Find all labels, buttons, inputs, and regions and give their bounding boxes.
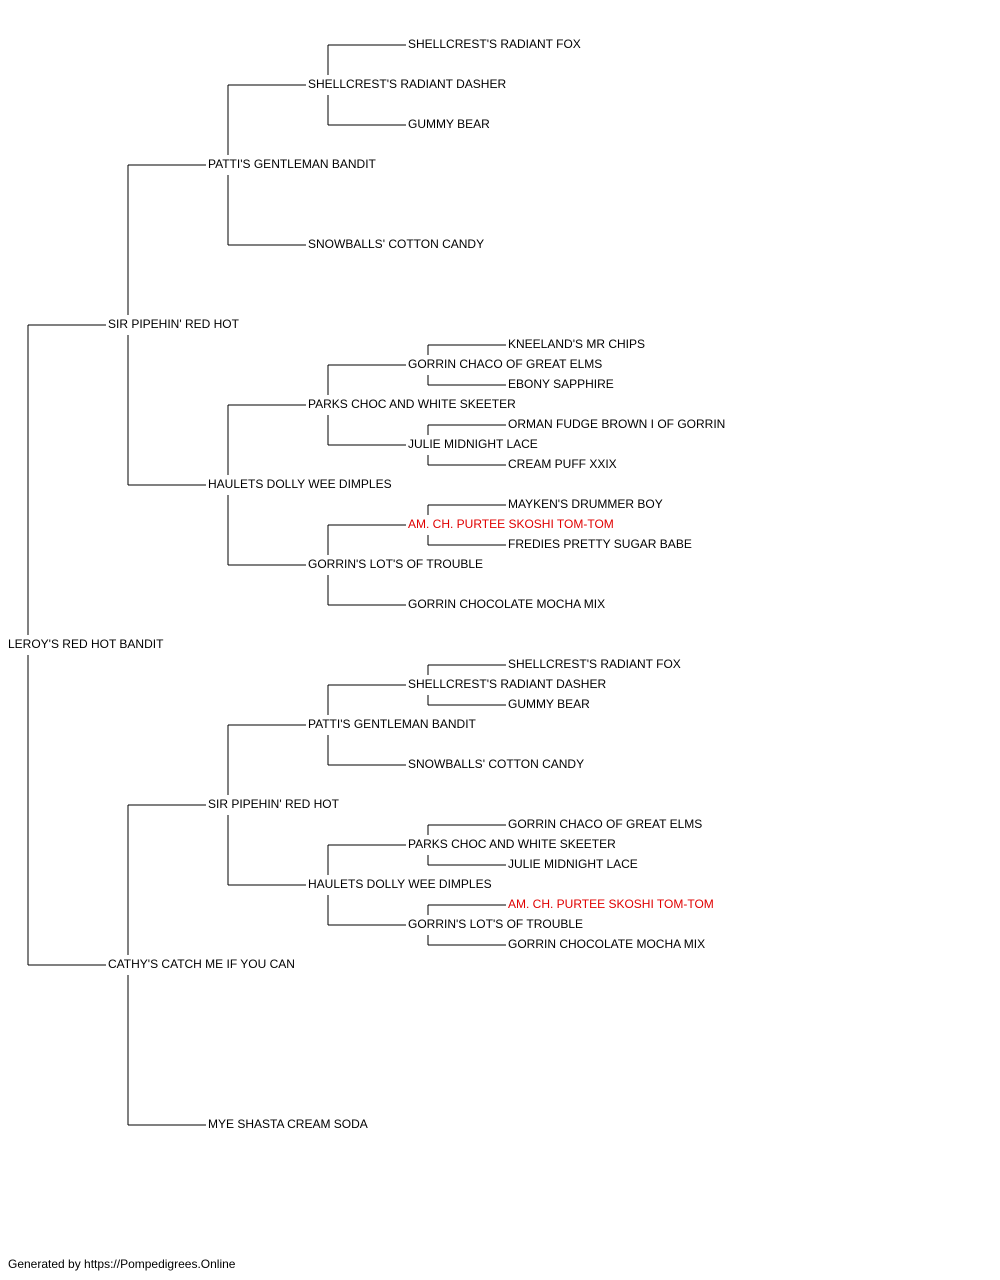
pedigree-name-gorrin-chocolate-mocha-mix: GORRIN CHOCOLATE MOCHA MIX [408, 597, 605, 611]
pedigree-name-am-ch-purtee-skoshi-tom-tom: AM. CH. PURTEE SKOSHI TOM-TOM [508, 897, 714, 911]
pedigree-name-sir-pipehin-red-hot: SIR PIPEHIN' RED HOT [108, 317, 240, 331]
pedigree-name-gorrin-s-lot-s-of-trouble: GORRIN'S LOT'S OF TROUBLE [408, 917, 583, 931]
pedigree-name-leroy-s-red-hot-bandit: LEROY'S RED HOT BANDIT [8, 637, 164, 651]
pedigree-name-patti-s-gentleman-bandit: PATTI'S GENTLEMAN BANDIT [208, 157, 377, 171]
pedigree-name-parks-choc-and-white-skeeter: PARKS CHOC AND WHITE SKEETER [308, 397, 516, 411]
pedigree-name-patti-s-gentleman-bandit: PATTI'S GENTLEMAN BANDIT [308, 717, 477, 731]
pedigree-name-julie-midnight-lace: JULIE MIDNIGHT LACE [508, 857, 638, 871]
pedigree-name-haulets-dolly-wee-dimples: HAULETS DOLLY WEE DIMPLES [208, 477, 392, 491]
pedigree-name-gorrin-s-lot-s-of-trouble: GORRIN'S LOT'S OF TROUBLE [308, 557, 483, 571]
pedigree-name-ebony-sapphire: EBONY SAPPHIRE [508, 377, 614, 391]
pedigree-name-gorrin-chaco-of-great-elms: GORRIN CHACO OF GREAT ELMS [508, 817, 702, 831]
pedigree-name-snowballs-cotton-candy: SNOWBALLS' COTTON CANDY [408, 757, 584, 771]
pedigree-name-am-ch-purtee-skoshi-tom-tom: AM. CH. PURTEE SKOSHI TOM-TOM [408, 517, 614, 531]
pedigree-name-sir-pipehin-red-hot: SIR PIPEHIN' RED HOT [208, 797, 340, 811]
pedigree-name-shellcrest-s-radiant-dasher: SHELLCREST'S RADIANT DASHER [308, 77, 506, 91]
pedigree-name-mye-shasta-cream-soda: MYE SHASTA CREAM SODA [208, 1117, 368, 1131]
pedigree-name-fredies-pretty-sugar-babe: FREDIES PRETTY SUGAR BABE [508, 537, 692, 551]
pedigree-name-gummy-bear: GUMMY BEAR [408, 117, 490, 131]
pedigree-name-cream-puff-xxix: CREAM PUFF XXIX [508, 457, 617, 471]
pedigree-name-orman-fudge-brown-i-of-gorrin: ORMAN FUDGE BROWN I OF GORRIN [508, 417, 725, 431]
pedigree-name-parks-choc-and-white-skeeter: PARKS CHOC AND WHITE SKEETER [408, 837, 616, 851]
pedigree-name-cathy-s-catch-me-if-you-can: CATHY'S CATCH ME IF YOU CAN [108, 957, 295, 971]
pedigree-name-gorrin-chaco-of-great-elms: GORRIN CHACO OF GREAT ELMS [408, 357, 602, 371]
pedigree-name-kneeland-s-mr-chips: KNEELAND'S MR CHIPS [508, 337, 645, 351]
pedigree-name-shellcrest-s-radiant-fox: SHELLCREST'S RADIANT FOX [508, 657, 681, 671]
pedigree-name-gummy-bear: GUMMY BEAR [508, 697, 590, 711]
pedigree-name-gorrin-chocolate-mocha-mix: GORRIN CHOCOLATE MOCHA MIX [508, 937, 705, 951]
pedigree-name-snowballs-cotton-candy: SNOWBALLS' COTTON CANDY [308, 237, 484, 251]
footer-credit: Generated by https://Pompedigrees.Online [8, 1257, 236, 1271]
pedigree-name-shellcrest-s-radiant-dasher: SHELLCREST'S RADIANT DASHER [408, 677, 606, 691]
pedigree-name-shellcrest-s-radiant-fox: SHELLCREST'S RADIANT FOX [408, 37, 581, 51]
pedigree-name-haulets-dolly-wee-dimples: HAULETS DOLLY WEE DIMPLES [308, 877, 492, 891]
pedigree-name-mayken-s-drummer-boy: MAYKEN'S DRUMMER BOY [508, 497, 663, 511]
pedigree-name-julie-midnight-lace: JULIE MIDNIGHT LACE [408, 437, 538, 451]
